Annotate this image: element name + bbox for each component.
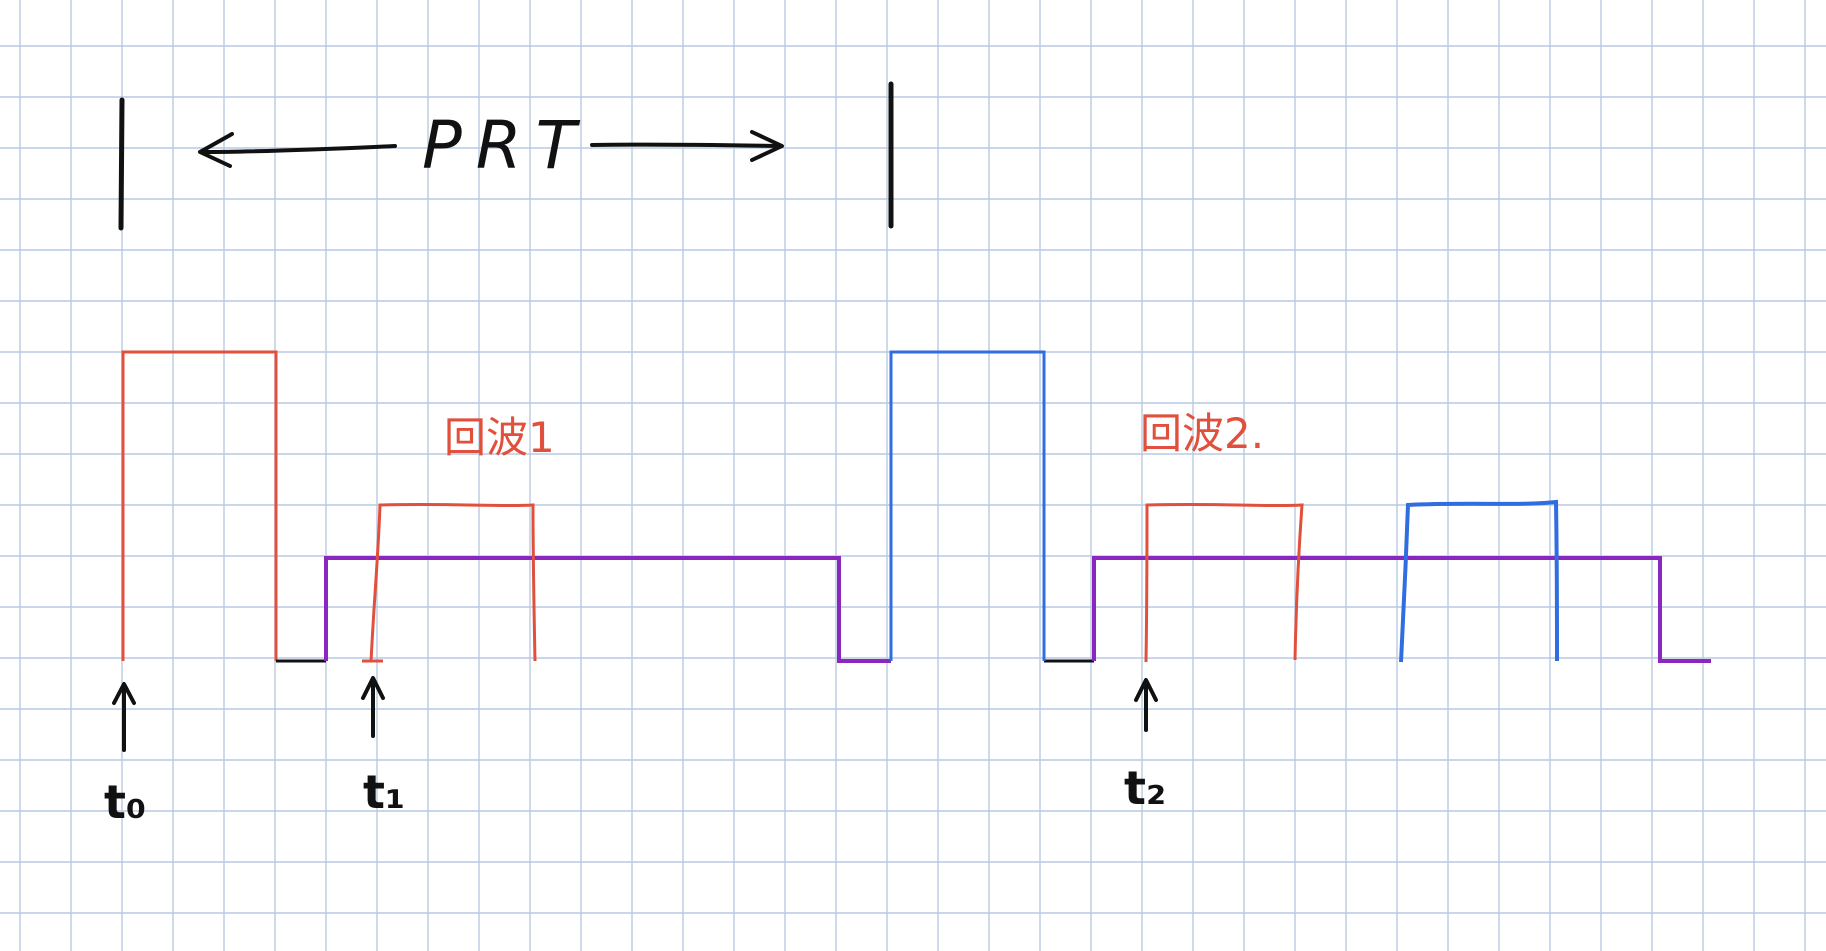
transmit-pulse-2 — [889, 350, 1046, 661]
receive-gate-2 — [1092, 556, 1711, 663]
arrow-up-icon — [361, 676, 385, 738]
transmit-pulse-1 — [121, 350, 278, 661]
echo-blue-pulse — [1399, 499, 1559, 663]
arrow-up-icon — [1134, 678, 1158, 732]
prt-label: PRT — [422, 107, 590, 184]
echo-2-pulse — [1144, 502, 1304, 663]
echo-1-pulse — [369, 502, 537, 663]
arrow-right-icon — [590, 130, 784, 162]
prt-start-marker — [118, 97, 125, 231]
time-label-t1: t₁ — [363, 765, 405, 819]
arrow-up-icon — [112, 682, 136, 752]
arrow-left-icon — [198, 132, 397, 168]
time-label-t0: t₀ — [104, 775, 146, 829]
echo-2-label: 回波2. — [1140, 409, 1264, 458]
echo-1-label: 回波1 — [444, 413, 555, 462]
time-label-t2: t₂ — [1124, 761, 1166, 815]
receive-gate-1 — [324, 556, 891, 663]
